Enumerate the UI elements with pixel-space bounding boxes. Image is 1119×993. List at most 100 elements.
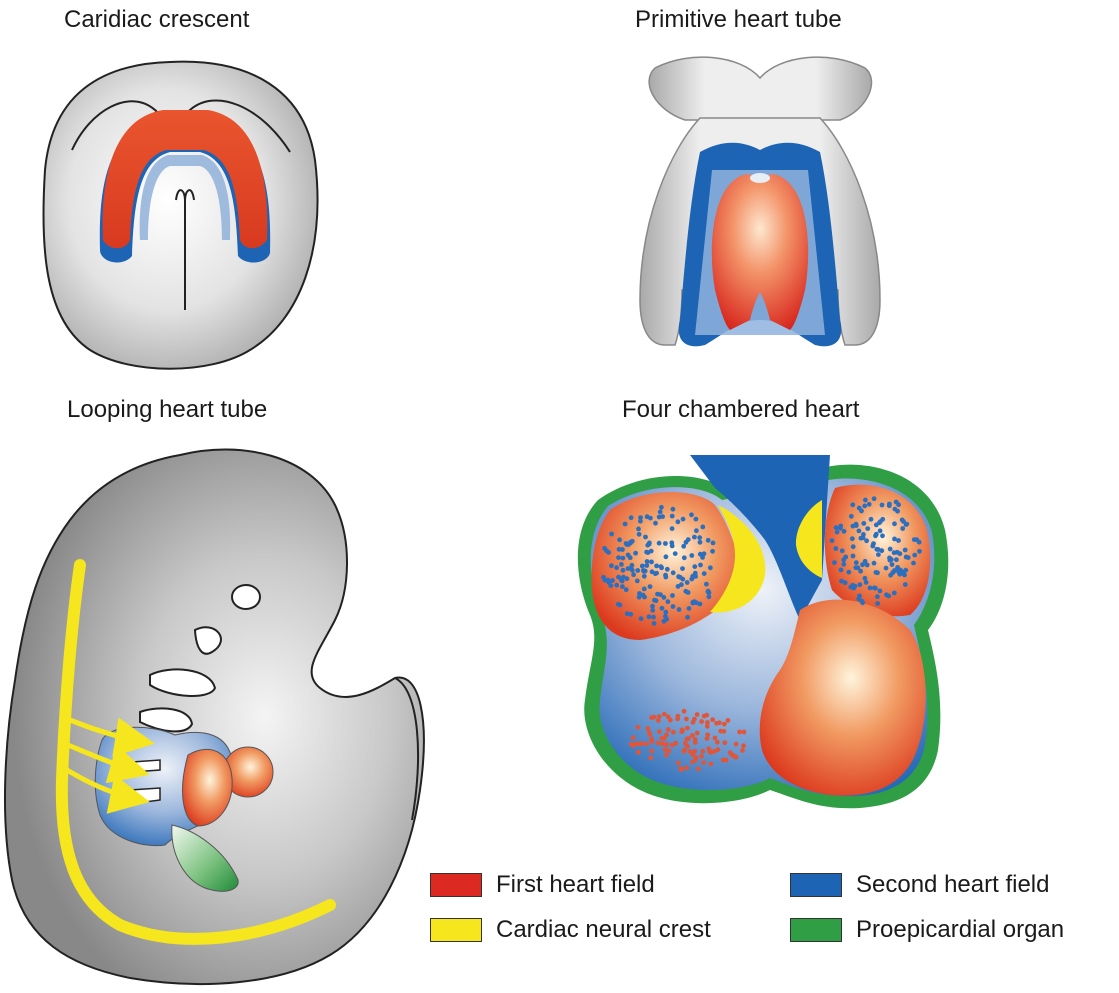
cell-dot xyxy=(868,586,873,591)
cell-dot xyxy=(876,552,881,557)
cell-dot xyxy=(728,750,733,755)
cell-dot xyxy=(865,526,870,531)
cell-dot xyxy=(676,714,681,719)
cell-dot xyxy=(681,517,686,522)
cell-dot xyxy=(854,560,859,565)
cell-dot xyxy=(625,611,630,616)
cell-dot xyxy=(702,551,707,556)
cell-dot xyxy=(629,742,634,747)
cell-dot xyxy=(863,498,868,503)
cell-dot xyxy=(621,556,626,561)
cell-dot xyxy=(663,573,668,578)
cell-dot xyxy=(869,517,874,522)
cell-dot xyxy=(903,582,908,587)
cell-dot xyxy=(674,741,679,746)
cell-dot xyxy=(846,570,851,575)
cell-dot xyxy=(676,761,681,766)
cell-dot xyxy=(644,742,649,747)
cell-dot xyxy=(700,749,705,754)
cell-dot xyxy=(663,610,668,615)
cell-dot xyxy=(685,726,690,731)
cell-dot xyxy=(734,742,739,747)
cell-dot xyxy=(659,565,664,570)
cell-dot xyxy=(682,709,687,714)
primitive-heart-tube-illustration xyxy=(640,57,880,346)
cell-dot xyxy=(892,521,897,526)
cell-dot xyxy=(659,505,664,510)
cell-dot xyxy=(635,725,640,730)
legend-cardiac-neural-crest: Cardiac neural crest xyxy=(430,916,711,944)
cell-dot xyxy=(664,753,669,758)
cell-dot xyxy=(878,519,883,524)
cell-dot xyxy=(641,593,646,598)
cell-dot xyxy=(635,579,640,584)
cell-dot xyxy=(903,568,908,573)
cell-dot xyxy=(642,574,647,579)
cell-dot xyxy=(706,589,711,594)
cell-dot xyxy=(676,519,681,524)
cell-dot xyxy=(665,567,670,572)
cell-dot xyxy=(670,526,675,531)
cell-dot xyxy=(679,767,684,772)
cell-dot xyxy=(652,621,657,626)
cell-dot xyxy=(670,593,675,598)
cell-dot xyxy=(693,737,698,742)
cell-dot xyxy=(680,566,685,571)
cell-dot xyxy=(673,551,678,556)
cell-dot xyxy=(894,557,899,562)
four-chambered-heart-illustration xyxy=(578,455,948,808)
legend-label-proepicardial-organ: Proepicardial organ xyxy=(856,916,1064,944)
cell-dot xyxy=(642,569,647,574)
cell-dot xyxy=(875,601,880,606)
cell-dot xyxy=(649,560,654,565)
cell-dot xyxy=(689,553,694,558)
cell-dot xyxy=(667,749,672,754)
legend-swatch-proepicardial-organ xyxy=(790,918,842,942)
cell-dot xyxy=(676,584,681,589)
cell-dot xyxy=(884,566,889,571)
cell-dot xyxy=(839,579,844,584)
cell-dot xyxy=(695,731,700,736)
cell-dot xyxy=(664,742,669,747)
cell-dot xyxy=(664,554,669,559)
cell-dot xyxy=(874,523,879,528)
cell-dot xyxy=(631,735,636,740)
cell-dot xyxy=(860,600,865,605)
cell-dot xyxy=(896,502,901,507)
looping-heart-tube-illustration xyxy=(5,449,424,984)
cell-dot xyxy=(677,607,682,612)
head-folds xyxy=(649,57,871,120)
cell-dot xyxy=(878,528,883,533)
cell-dot xyxy=(690,574,695,579)
cell-dot xyxy=(671,570,676,575)
cell-dot xyxy=(871,541,876,546)
cell-dot xyxy=(886,594,891,599)
cell-dot xyxy=(636,750,641,755)
cell-dot xyxy=(842,529,847,534)
cell-dot xyxy=(892,591,897,596)
cell-dot xyxy=(657,541,662,546)
cell-dot xyxy=(681,544,686,549)
cell-dot xyxy=(650,604,655,609)
cell-dot xyxy=(722,740,727,745)
cell-dot xyxy=(839,568,844,573)
cell-dot xyxy=(650,569,655,574)
cell-dot xyxy=(867,502,872,507)
cell-dot xyxy=(726,718,731,723)
cell-dot xyxy=(865,563,870,568)
cell-dot xyxy=(666,599,671,604)
cell-dot xyxy=(625,576,630,581)
cell-dot xyxy=(618,603,623,608)
cell-dot xyxy=(695,712,700,717)
cell-dot xyxy=(904,522,909,527)
cell-dot xyxy=(649,749,654,754)
cell-dot xyxy=(857,529,862,534)
cell-dot xyxy=(676,574,681,579)
cell-dot xyxy=(878,589,883,594)
cell-dot xyxy=(830,538,835,543)
cell-dot xyxy=(691,600,696,605)
cell-dot xyxy=(896,538,901,543)
cell-dot xyxy=(917,540,922,545)
cell-dot xyxy=(708,565,713,570)
cell-dot xyxy=(859,509,864,514)
